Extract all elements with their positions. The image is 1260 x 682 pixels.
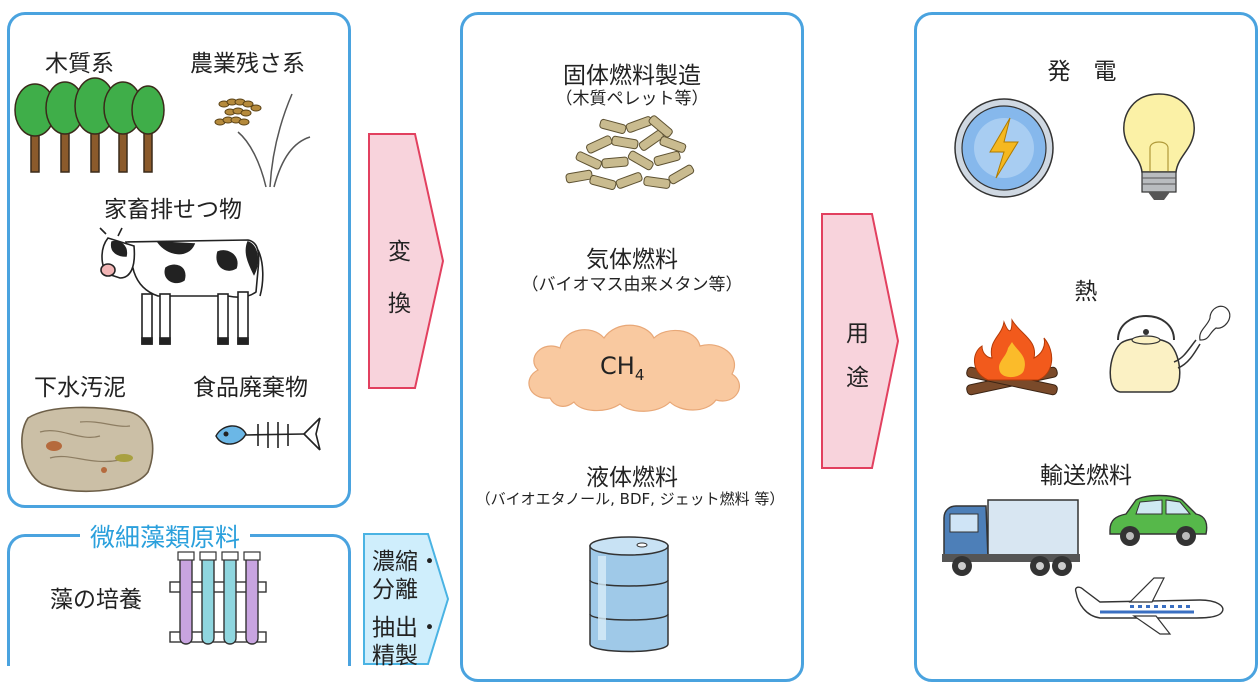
fish-bone-icon: [215, 417, 321, 451]
liquid-fuel-title: 液体燃料: [586, 465, 678, 491]
liquid-fuel-note: （バイオエタノール, BDF, ジェット燃料 等）: [475, 490, 785, 508]
kettle-icon: [1109, 305, 1231, 393]
process-2-line-2: 精製: [372, 643, 418, 669]
trees-icon: [14, 77, 165, 173]
food-waste-label: 食品廃棄物: [193, 375, 308, 401]
solid-fuel-note: （木質ペレット等）: [555, 89, 709, 109]
airplane-icon: [1074, 577, 1224, 635]
algae-culture-label: 藻の培養: [50, 587, 142, 613]
oil-drum-icon: [589, 536, 669, 653]
sludge-icon: [21, 406, 154, 493]
agri-residue-label: 農業残さ系: [190, 51, 305, 77]
transport-fuel-label: 輸送燃料: [1040, 463, 1132, 489]
process-2-line-1: 抽出・: [372, 615, 441, 641]
campfire-icon: [966, 318, 1058, 396]
gas-fuel-title: 気体燃料: [586, 247, 678, 273]
wood-pellets-icon: [565, 115, 695, 191]
process-1-line-2: 分離: [372, 577, 418, 603]
rice-plant-icon: [214, 93, 311, 188]
uses-arrow: [821, 213, 900, 469]
methane-symbol: CH: [600, 352, 635, 380]
methane-cloud: [528, 324, 741, 412]
methane-formula: CH4: [600, 352, 644, 384]
conversion-char-2: 換: [388, 291, 411, 317]
methane-subscript: 4: [634, 365, 645, 384]
power-label: 発 電: [1047, 59, 1117, 85]
light-bulb-icon: [1123, 93, 1195, 200]
truck-icon: [942, 499, 1080, 576]
uses-char-1: 用: [846, 321, 869, 347]
heat-label: 熱: [1074, 279, 1098, 305]
cow-icon: [99, 227, 264, 345]
sewage-sludge-label: 下水汚泥: [34, 375, 126, 401]
lightning-icon: [954, 98, 1054, 198]
wood-label: 木質系: [45, 51, 114, 77]
gas-fuel-note: （バイオマス由来メタン等）: [521, 275, 743, 295]
car-icon: [1109, 494, 1208, 546]
microalgae-title: 微細藻類原料: [80, 518, 251, 554]
conversion-char-1: 変: [388, 239, 411, 265]
uses-char-2: 途: [846, 365, 869, 391]
process-arrow: [363, 533, 450, 665]
solid-fuel-title: 固体燃料製造: [563, 63, 701, 89]
livestock-waste-label: 家畜排せつ物: [104, 197, 242, 223]
process-1-line-1: 濃縮・: [372, 549, 441, 575]
test-tubes-icon: [169, 551, 267, 645]
conversion-arrow: [368, 133, 445, 389]
